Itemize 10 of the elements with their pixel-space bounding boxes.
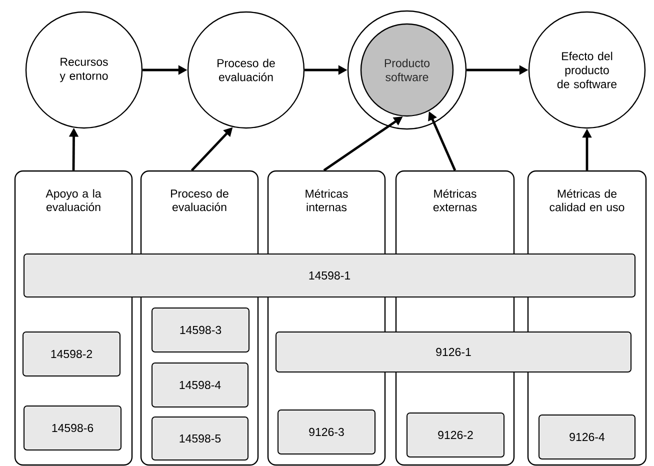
standard-box: 9126-1	[276, 332, 632, 372]
standard-box: 9126-4	[538, 414, 636, 460]
standard-box: 14598-2	[22, 332, 120, 376]
standard-box: 14598-6	[24, 406, 122, 450]
standard-box: 9126-3	[278, 410, 376, 454]
standard-box: 14598-1	[24, 254, 636, 298]
standard-box: 9126-2	[406, 412, 504, 458]
standard-box: 14598-5	[152, 416, 248, 460]
standard-box: 14598-3	[152, 308, 250, 352]
standard-box: 14598-4	[152, 362, 248, 408]
